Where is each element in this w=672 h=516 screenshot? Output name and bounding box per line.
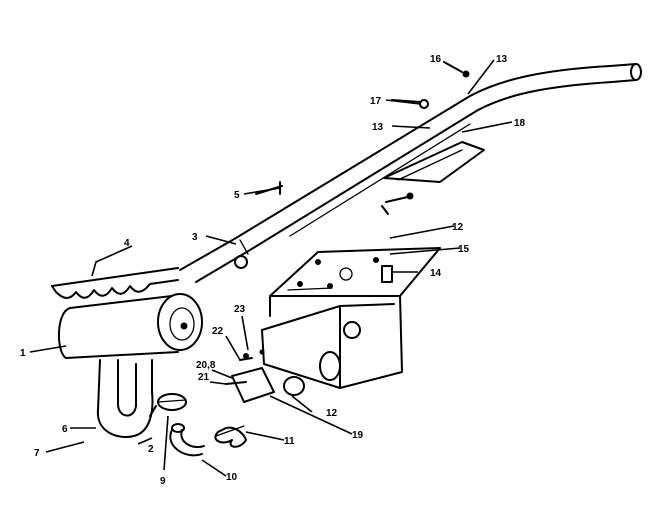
label-part-19: 19 [352, 430, 364, 441]
exhaust-pipe [96, 359, 154, 438]
part-labels: 1 2 3 4 5 6 7 9 10 11 12 12 13 13 14 15 … [20, 54, 526, 487]
hose [169, 423, 205, 457]
label-part-6: 6 [62, 424, 68, 435]
label-part-13-top: 13 [496, 54, 508, 65]
label-part-5: 5 [234, 190, 240, 201]
label-part-13: 13 [372, 122, 384, 133]
spring [214, 425, 247, 448]
label-part-18: 18 [514, 118, 526, 129]
label-part-23: 23 [234, 304, 246, 315]
plate [383, 141, 485, 183]
carburetor-parts [225, 349, 305, 403]
label-part-21: 21 [198, 372, 210, 383]
label-part-16: 16 [430, 54, 442, 65]
leader-lines [29, 59, 513, 477]
label-part-11: 11 [284, 436, 295, 447]
engine-block [261, 247, 441, 389]
bolt [381, 192, 414, 215]
label-part-12-bottom: 12 [326, 408, 338, 419]
label-part-9: 9 [160, 476, 166, 487]
label-part-12-top: 12 [452, 222, 464, 233]
label-part-17: 17 [370, 96, 382, 107]
label-part-7: 7 [34, 448, 40, 459]
screw-16 [443, 61, 470, 78]
muffler-guard [51, 267, 179, 299]
label-part-2: 2 [148, 444, 154, 455]
label-part-22: 22 [212, 326, 224, 337]
label-part-15: 15 [458, 244, 470, 255]
label-part-1: 1 [20, 348, 26, 359]
spacer [381, 265, 393, 283]
handle-bar [179, 63, 642, 283]
label-part-4: 4 [124, 238, 130, 249]
label-part-10: 10 [226, 472, 238, 483]
label-part-20-8: 20,8 [196, 360, 216, 371]
clamp [149, 393, 187, 417]
label-part-3: 3 [192, 232, 198, 243]
label-part-14: 14 [430, 268, 442, 279]
muffler [57, 293, 203, 359]
